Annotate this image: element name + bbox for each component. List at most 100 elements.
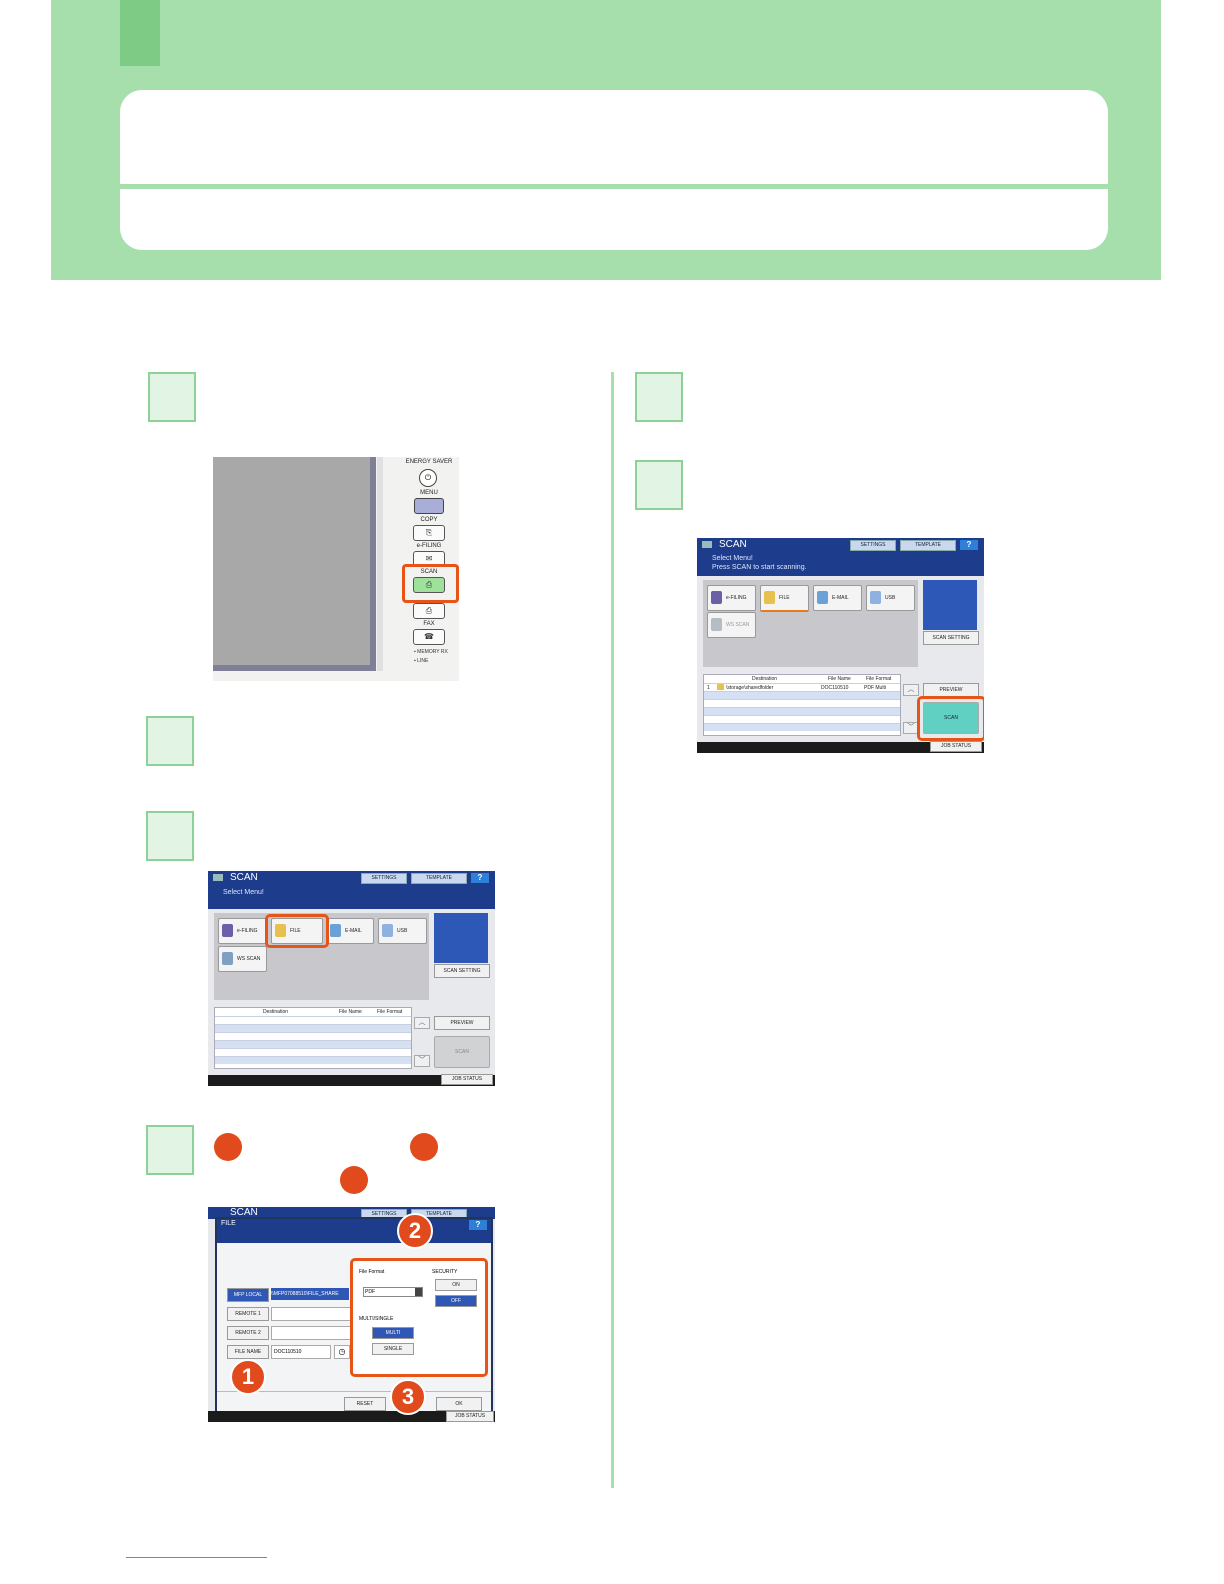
scan-start-button[interactable]: SCAN [923,702,979,734]
scan-setting-button[interactable]: SCAN SETTING [923,631,979,645]
job-status-button[interactable]: JOB STATUS [446,1411,494,1422]
scan-start-button[interactable]: SCAN [434,1036,490,1068]
fax-button[interactable]: ☎ [413,629,445,645]
help-button[interactable]: ? [471,873,489,883]
preview-button[interactable]: PREVIEW [923,683,979,697]
scroll-up-button[interactable]: ︿ [903,684,919,696]
job-status-button[interactable]: JOB STATUS [930,741,982,752]
scan-settings-summary [923,580,977,630]
table-row[interactable] [215,1032,411,1040]
ws-scan-function-label: WS SCAN [237,956,261,962]
ws-scan-function-button[interactable]: WS SCAN [218,946,267,972]
efiling-icon [222,924,233,937]
chevron-down-icon [415,1288,422,1296]
file-options-panel: File Format PDF SECURITY ON OFF MULTI/SI… [350,1258,488,1377]
column-divider [611,372,614,1488]
file-function-button[interactable]: FILE [760,585,809,612]
clock-icon[interactable]: ◷ [334,1345,350,1359]
control-panel-illustration: ENERGY SAVER ⏻ MENU COPY ⎘ e-FILING ✉ SC… [213,457,459,681]
title-box [120,90,1108,250]
usb-function-button[interactable]: USB [378,918,427,944]
screen-title: SCAN [719,539,747,550]
print-button[interactable]: ⎙ [413,603,445,619]
usb-function-button[interactable]: USB [866,585,915,611]
scan-setting-button[interactable]: SCAN SETTING [434,964,490,978]
scan-logo-icon [702,541,712,548]
scan-button[interactable]: ⎙ [413,577,445,593]
callout-2: 2 [397,1213,433,1249]
table-row[interactable] [704,691,900,699]
table-row[interactable] [704,699,900,707]
mfp-local-button[interactable]: MFP LOCAL [227,1288,269,1302]
remote1-button[interactable]: REMOTE 1 [227,1307,269,1321]
file-format-select[interactable]: PDF [363,1287,423,1297]
file-help-button[interactable]: ? [469,1220,487,1230]
ws-scan-icon [222,952,233,965]
step-box-5 [635,372,683,422]
copy-button[interactable]: ⎘ [413,525,445,541]
callout-dot-2 [410,1133,438,1161]
security-off-button[interactable]: OFF [435,1295,477,1307]
efiling-label: e-FILING [416,543,442,549]
ws-scan-function-button[interactable]: WS SCAN [707,612,756,638]
destination-table: Destination File Name File Format 1 \sto… [703,674,901,736]
table-row[interactable] [704,715,900,723]
remote2-button[interactable]: REMOTE 2 [227,1326,269,1340]
screen-footer [208,1075,495,1086]
table-row[interactable] [215,1056,411,1064]
table-row[interactable] [215,1040,411,1048]
file-dialog-title-bar [217,1219,491,1243]
file-format-value: PDF [365,1289,375,1295]
efiling-function-button[interactable]: e-FILING [218,918,267,944]
file-screen-step4: SCAN SETTINGS TEMPLATE FILE ? MFP LOCAL … [208,1207,495,1422]
usb-icon [870,591,881,604]
scan-highlight [402,564,459,603]
preview-button[interactable]: PREVIEW [434,1016,490,1030]
table-row[interactable] [215,1016,411,1024]
menu-button[interactable] [414,498,444,514]
col-file-format: File Format [866,676,892,682]
footer-link-underline[interactable] [126,1557,267,1558]
reset-button[interactable]: RESET [344,1397,386,1411]
template-button[interactable]: TEMPLATE [900,540,956,551]
callout-dot-3 [340,1166,368,1194]
table-row[interactable] [215,1024,411,1032]
help-button[interactable]: ? [960,540,978,550]
job-status-button[interactable]: JOB STATUS [441,1074,493,1085]
multi-single-label: MULTI/SINGLE [359,1316,394,1322]
email-function-button[interactable]: E-MAIL [326,918,374,944]
table-row[interactable] [215,1048,411,1056]
destination-table: Destination File Name File Format [214,1007,412,1069]
table-row[interactable] [704,723,900,731]
settings-button[interactable]: SETTINGS [850,540,896,551]
energy-saver-button[interactable]: ⏻ [419,469,437,487]
settings-button[interactable]: SETTINGS [361,873,407,884]
file-name-field[interactable]: DOC110510 [271,1345,331,1359]
step-box-2 [146,716,194,766]
scan-screen-step6: SCAN SETTINGS TEMPLATE ? Select Menu! Pr… [697,538,984,753]
scroll-down-button[interactable]: ﹀ [414,1055,430,1067]
single-button[interactable]: SINGLE [372,1343,414,1355]
file-function-button[interactable]: FILE [271,918,323,944]
screen-title: SCAN [230,1207,258,1218]
security-on-button[interactable]: ON [435,1279,477,1291]
scan-screen-step3: SCAN SETTINGS TEMPLATE ? Select Menu! e-… [208,871,495,1086]
row-file-format: PDF Multi [864,685,886,691]
table-row[interactable] [704,707,900,715]
efiling-function-label: e-FILING [726,595,747,601]
remote1-field[interactable] [271,1307,351,1321]
table-row[interactable]: 1 \storage\sharedfolder DOC110510 PDF Mu… [704,683,900,691]
multi-button[interactable]: MULTI [372,1327,414,1339]
file-name-button[interactable]: FILE NAME [227,1345,269,1359]
screen-footer [208,1411,495,1422]
ok-button[interactable]: OK [436,1397,482,1411]
usb-icon [382,924,393,937]
scroll-up-button[interactable]: ︿ [414,1017,430,1029]
security-label: SECURITY [432,1269,458,1275]
file-highlight [265,914,329,948]
remote2-field[interactable] [271,1326,351,1340]
file-function-label: FILE [290,928,301,934]
template-button[interactable]: TEMPLATE [411,873,467,884]
email-function-button[interactable]: E-MAIL [813,585,862,611]
efiling-function-button[interactable]: e-FILING [707,585,756,611]
